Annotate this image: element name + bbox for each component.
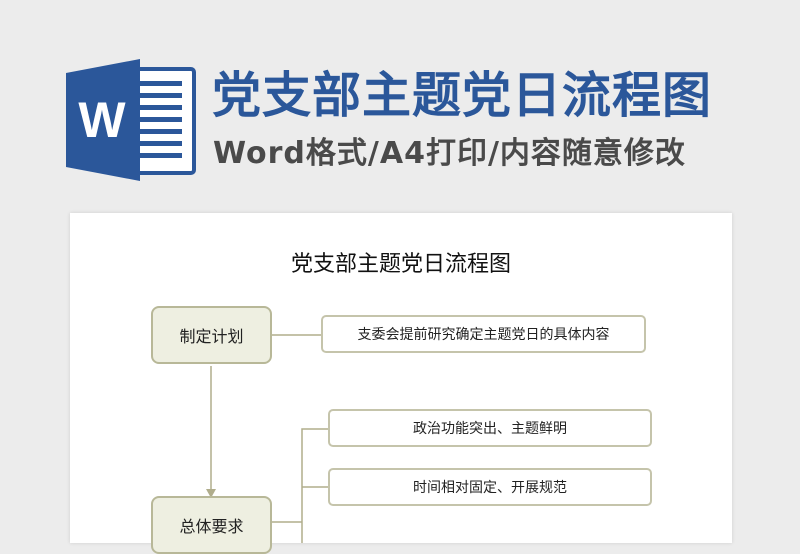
step-requirements-label: 总体要求 [179,517,244,536]
flow-connectors [206,334,328,543]
logo-letter: W [78,92,126,148]
step-plan-detail: 支委会提前研究确定主题党日的具体内容 [321,315,646,353]
step-plan: 制定计划 [151,306,272,364]
step-plan-label: 制定计划 [179,327,244,346]
requirement-detail-2-text: 时间相对固定、开展规范 [413,480,567,496]
page-subtitle: Word格式/A4打印/内容随意修改 [213,136,686,171]
document-title: 党支部主题党日流程图 [290,252,511,277]
arrow-down-icon [206,489,216,498]
step-plan-detail-text: 支委会提前研究确定主题党日的具体内容 [357,327,610,343]
requirement-detail-1-text: 政治功能突出、主题鲜明 [413,421,567,437]
connector-branch-trunk [301,428,328,543]
step-requirements: 总体要求 [151,496,272,554]
document-sheet: 党支部主题党日流程图 制定计划 支委会提前研究确定主题党日的具体内容 政治功能突… [70,213,732,554]
word-icon: W [66,59,196,181]
requirement-detail-2: 时间相对固定、开展规范 [328,468,652,506]
requirement-detail-1: 政治功能突出、主题鲜明 [328,409,652,447]
page-title: 党支部主题党日流程图 [212,67,713,124]
